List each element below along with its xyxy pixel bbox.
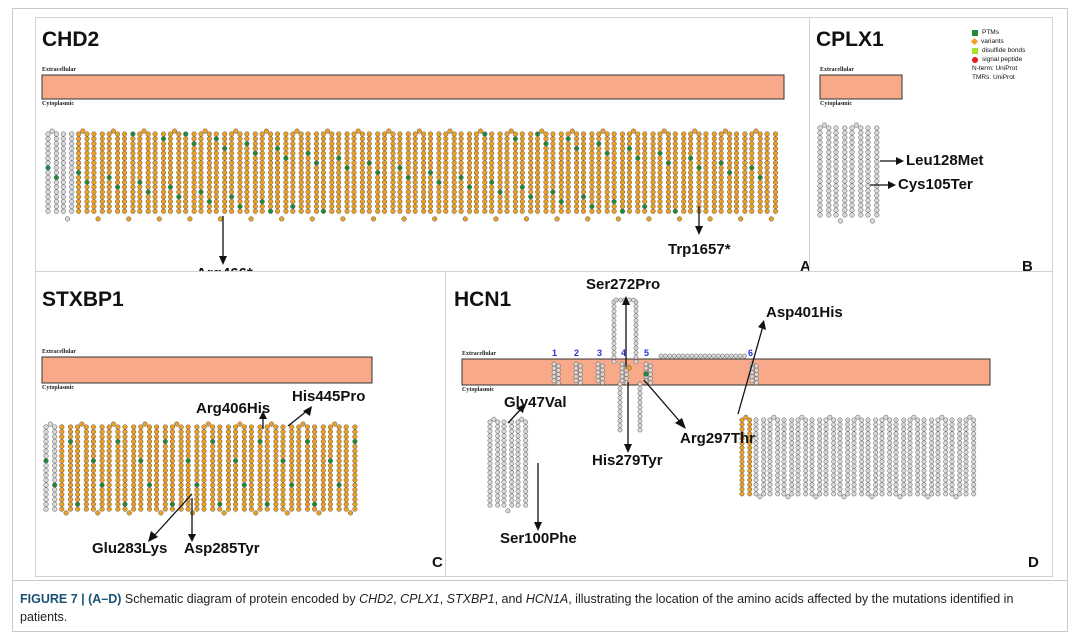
figure-frame: CHD2 Extracellular Cytoplasmic Arg466* T… (12, 8, 1068, 632)
mutation-label: Gly47Val (504, 394, 567, 411)
gene-hcn1a: HCN1A (525, 592, 569, 606)
mutation-label: Arg406His (196, 400, 271, 417)
mutation-label: Ser100Phe (500, 530, 577, 547)
tmr-label-1: 1 (552, 348, 558, 358)
panel-letter: B (1022, 258, 1033, 275)
legend: PTMs variants disulfide bonds signal pep… (970, 29, 1026, 81)
mutation-label: Leu128Met (906, 152, 984, 169)
tmr-label-3: 3 (597, 348, 603, 358)
gene-cplx1: CPLX1 (400, 592, 440, 606)
stxbp1-topology-svg (41, 356, 373, 542)
mutation-label: His279Tyr (592, 452, 663, 469)
variant-diamond-icon (970, 37, 979, 46)
cytoplasmic-label: Cytoplasmic (462, 387, 494, 393)
ptm-swatch-icon (972, 29, 978, 36)
mutation-label: Trp1657* (668, 241, 731, 258)
figure-caption: FIGURE 7 | (A–D) Schematic diagram of pr… (12, 580, 1068, 626)
panel-letter: A (800, 258, 811, 275)
panel-title: CHD2 (42, 28, 100, 51)
stxbp1-residue-coil (43, 421, 358, 516)
panel-c-stxbp1: STXBP1 Extracellular Cytoplasmic Arg406H… (35, 271, 461, 577)
extracellular-label: Extracellular (462, 351, 496, 357)
extracellular-label: Extracellular (42, 67, 76, 73)
panel-a-chd2: CHD2 Extracellular Cytoplasmic Arg466* T… (35, 17, 823, 279)
stxbp1-membrane (41, 356, 373, 384)
chd2-residue-coil (45, 128, 779, 222)
panel-title: STXBP1 (42, 288, 124, 311)
tmr-label-6: 6 (748, 348, 754, 358)
panel-title: CPLX1 (816, 28, 884, 51)
gene-stxbp1: STXBP1 (446, 592, 495, 606)
mutation-label: Glu283Lys (92, 540, 168, 557)
arrow-gly47val (507, 409, 521, 424)
mutation-label: Asp285Tyr (184, 540, 260, 557)
caption-label: FIGURE 7 | (A–D) (20, 592, 122, 606)
cplx1-topology-svg (817, 74, 904, 224)
cplx1-membrane (819, 74, 903, 100)
panel-b-cplx1: CPLX1 Extracellular Cytoplasmic PTMs var… (809, 17, 1053, 279)
gene-chd2: CHD2 (359, 592, 394, 606)
cytoplasmic-label: Cytoplasmic (42, 101, 74, 107)
cplx1-residue-coil (817, 122, 880, 224)
mutation-label: His445Pro (292, 388, 366, 405)
tmr-label-5: 5 (644, 348, 650, 358)
panel-letter: D (1028, 554, 1039, 571)
disulfide-swatch-icon (972, 47, 978, 54)
arrow-asp401his (737, 325, 764, 415)
arrow-glu283lys (151, 493, 193, 539)
signal-dot-icon (972, 56, 978, 63)
mutation-label: Ser272Pro (586, 276, 661, 293)
mutation-label: Asp401His (766, 304, 843, 321)
tmr-label-2: 2 (574, 348, 580, 358)
cytoplasmic-label: Cytoplasmic (42, 385, 74, 391)
chd2-topology-svg (41, 74, 785, 265)
panel-letter: C (432, 554, 443, 571)
mutation-label: Cys105Ter (898, 176, 973, 193)
extracellular-label: Extracellular (42, 349, 76, 355)
arrow-his445pro (287, 409, 309, 427)
hcn1-residue-coil (487, 297, 977, 514)
arrow-arg297thr (643, 379, 683, 425)
chd2-membrane (41, 74, 785, 100)
panel-d-hcn1: HCN1 Extracellular Cytoplasmic 1 2 3 4 5… (445, 271, 1053, 577)
mutation-label: Arg297Thr (680, 430, 756, 447)
tmr-label-4: 4 (621, 348, 627, 358)
cytoplasmic-label: Cytoplasmic (820, 101, 852, 107)
panel-title: HCN1 (454, 288, 512, 311)
hcn1-topology-svg (461, 296, 991, 531)
hcn1-membrane (461, 358, 991, 386)
extracellular-label: Extracellular (820, 67, 854, 73)
